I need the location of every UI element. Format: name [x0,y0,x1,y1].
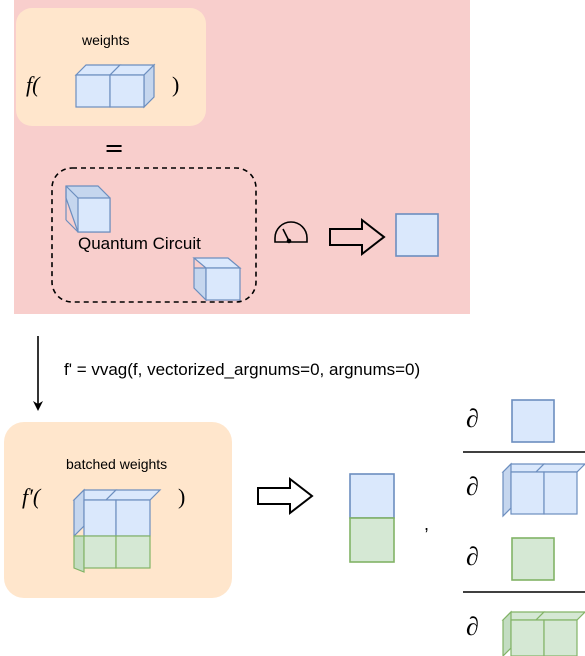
grad-numerator-green [511,537,555,581]
grad-numerator-blue [511,399,555,443]
batched-weights-cubes [72,488,162,573]
partial-symbol-4: ∂ [466,612,479,641]
partial-symbol-3: ∂ [466,542,479,571]
quantum-circuit-label: Quantum Circuit [78,234,201,253]
hollow-right-arrow-icon-bottom [257,476,314,516]
partial-symbol-2: ∂ [466,472,479,501]
quantum-circuit-box [51,167,257,303]
transform-code-label: f' = vvag(f, vectorized_argnums=0, argnu… [64,360,421,379]
function-open-label: f( [26,72,40,97]
equals-sign: = [104,134,125,162]
output-square [395,213,439,257]
measurement-meter-icon [274,221,308,244]
batched-output-blue [349,473,395,519]
batched-function-open-label: f′( [22,484,41,509]
function-close-label: ) [172,72,180,97]
grad-denominator-blue-cubes [501,462,585,518]
circuit-cube-top [65,185,111,233]
batched-function-close-label: ) [178,484,186,509]
partial-symbol-1: ∂ [466,404,479,433]
circuit-cube-bottom [192,257,242,302]
weights-label: weights [82,32,130,48]
hollow-right-arrow-icon [329,217,386,257]
batched-weights-label: batched weights [66,456,168,472]
weights-cubes [74,63,156,109]
grad-denominator-green-cubes [501,610,585,656]
comma-separator: , [424,514,430,534]
batched-output-green [349,517,395,563]
